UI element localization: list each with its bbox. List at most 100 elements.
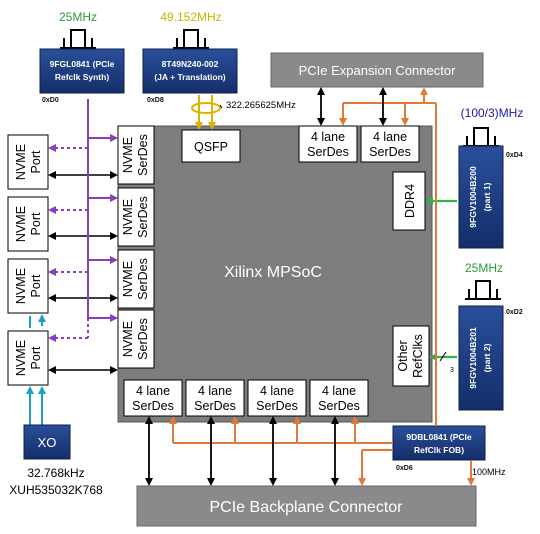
serdes-top-1-l2: SerDes [307,145,349,159]
other-refclks-l1: Other [396,340,410,371]
nvme-port-3 [7,258,49,314]
serdes-top-2-l1: 4 lane [373,130,407,144]
nvme-serdes-2 [117,187,155,247]
serdes-top-1 [298,125,358,163]
orange-refclk-lines [169,87,475,486]
buf1-addr: 0xD4 [506,152,523,159]
fob-name-l1: 9DBL0841 (PCIe [406,432,471,442]
nvme-port-3-l2: Port [29,274,43,297]
jitter-name-l2: (JA + Translation) [154,72,225,82]
fob-name-l2: RefClk FOB) [414,445,464,455]
other-refclks-l2: RefClks [411,334,425,378]
nvme-serdes-3-l2: SerDes [136,258,150,300]
jitter-name-l1: 8T49N240-002 [162,59,219,69]
pcie-expansion-connector-label: PCIe Expansion Connector [299,63,456,78]
mpsoc-label: Xilinx MPSoC [224,264,322,281]
nvme-serdes-3-l1: NVME [121,261,135,297]
xo-clock-lines [26,314,46,428]
xo-label: XO [38,435,57,450]
jitter-crystal-icon [173,29,209,49]
black-data-links [145,87,387,486]
nvme-port-2 [7,196,49,252]
buf2-bus-mark [439,351,447,362]
serdes-top-2-l2: SerDes [369,145,411,159]
pcie-backplane-connector [136,485,477,527]
nvme-port-4-l1: NVME [14,340,28,376]
pcie-backplane-connector-label: PCIe Backplane Connector [210,499,404,516]
nvme-serdes-4-l1: NVME [121,321,135,357]
synth-name-l1: 9FGL0841 (PCIe [50,59,115,69]
jitter-chip [142,48,238,94]
nvme-serdes-2-l2: SerDes [136,196,150,238]
serdes-bottom-3 [247,379,307,417]
synth-name-l2: Refclk Synth) [55,72,109,82]
serdes-bottom-1-l2: SerDes [132,399,174,413]
jitter-freq: 49.152MHz [160,10,221,24]
serdes-bottom-4-l2: SerDes [318,399,360,413]
synth-chip [39,48,125,94]
nvme-serdes-2-l1: NVME [121,199,135,235]
buf2-bus-count: 3 [450,367,454,374]
synth-freq: 25MHz [59,10,97,24]
serdes-bottom-3-l2: SerDes [256,399,298,413]
nvme-serdes-1-l2: SerDes [136,134,150,176]
nvme-data-links [48,171,118,374]
purple-refclk-lines [48,99,118,342]
fob-chip [392,425,486,461]
nvme-port-2-l2: Port [29,212,43,235]
nvme-serdes-group: NVME SerDes NVME SerDes NVME SerDes NVME… [117,125,155,369]
qsfp-block [181,129,241,163]
nvme-serdes-4 [117,309,155,369]
nvme-serdes-3 [117,249,155,309]
serdes-top-2 [360,125,420,163]
buf1-chip [458,145,504,249]
nvme-serdes-1-l1: NVME [121,137,135,173]
jitter-out-tick [219,104,223,109]
ddr4-label: DDR4 [403,184,417,218]
fob-out-freq: 100MHz [472,467,506,477]
serdes-bottom-group: 4 lane SerDes 4 lane SerDes 4 lane SerDe… [123,379,369,417]
nvme-port-4 [7,330,49,386]
serdes-bottom-4 [309,379,369,417]
serdes-bottom-2 [185,379,245,417]
other-refclks-block [392,325,430,387]
buf2-crystal-icon [465,280,501,300]
nvme-ports: NVME Port NVME Port NVME Port NVME Port [7,134,49,386]
buf1-freq: (100/3)MHz [461,106,524,120]
buf2-name-l1: 9FGV1004B201 [468,327,478,389]
serdes-bottom-4-l1: 4 lane [322,384,356,398]
serdes-bottom-2-l2: SerDes [194,399,236,413]
qsfp-label: QSFP [194,140,228,154]
buf2-name-l2: (part 2) [482,343,492,372]
nvme-port-1-l2: Port [29,150,43,173]
serdes-bottom-1 [123,379,183,417]
jitter-out-freq: 322.265625MHz [226,100,296,111]
buf1-name-l2: (part 1) [482,182,492,211]
pcie-expansion-connector [270,52,484,88]
nvme-port-3-l1: NVME [14,268,28,304]
buf2-addr: 0xD2 [506,309,523,316]
buf1-name-l1: 9FGV1004B200 [468,166,478,228]
synth-crystal-icon [60,29,96,49]
jitter-addr: 0xD8 [147,97,164,104]
buf2-freq: 25MHz [465,261,503,275]
qsfp-clock-lines [191,95,221,130]
serdes-bottom-3-l1: 4 lane [260,384,294,398]
xo-freq: 32.768kHz [27,466,84,480]
buf1-crystal-icon [463,127,499,147]
nvme-port-1 [7,134,49,190]
synth-addr: 0xD0 [42,97,59,104]
serdes-bottom-1-l1: 4 lane [136,384,170,398]
nvme-serdes-4-l2: SerDes [136,318,150,360]
nvme-port-1-l1: NVME [14,144,28,180]
nvme-port-2-l1: NVME [14,206,28,242]
nvme-serdes-1 [117,125,155,185]
serdes-bottom-2-l1: 4 lane [198,384,232,398]
mpsoc-block [117,125,433,423]
serdes-top-1-l1: 4 lane [311,130,345,144]
xo-oscillator [23,424,71,460]
buf2-chip [458,305,504,411]
xo-part: XUH535032K768 [9,483,103,497]
nvme-port-4-l2: Port [29,346,43,369]
